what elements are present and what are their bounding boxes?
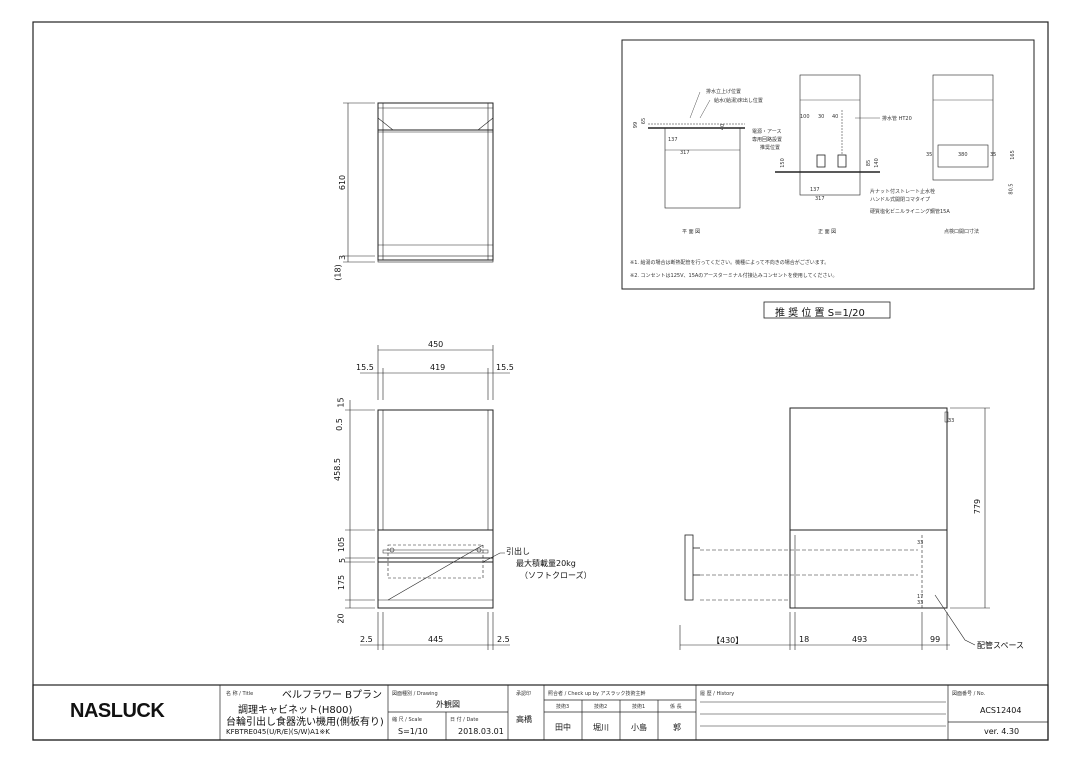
front-dim-15: 15 (336, 397, 346, 408)
side-dim-430: 【430】 (712, 636, 744, 645)
front-view-drawing (345, 345, 510, 650)
front-dim-458-5: 458.5 (332, 458, 342, 481)
version-value: ver. 4.30 (984, 727, 1020, 736)
inset-access-dim-165: 165 (1009, 150, 1016, 160)
front-dim-15-5-right: 15.5 (496, 363, 514, 372)
caption-box (763, 301, 891, 319)
pipe-space-label: 配管スペース (977, 641, 1025, 650)
title-block-grid (32, 684, 1049, 741)
inset-elev-dim-140: 140 (873, 158, 880, 168)
front-dim-419: 419 (430, 363, 446, 372)
title-label: 名 称 / Title (226, 691, 254, 697)
title-line-3: 台輪引出し食器洗い機用(側板有り) (226, 717, 384, 728)
approver-value: 高橋 (516, 715, 532, 724)
title-line-2: 調理キャビネット(H800) (238, 705, 353, 716)
check-col-2: 技術2 (594, 704, 608, 710)
history-label: 履 歴 / History (700, 691, 735, 697)
side-mark-3: 17 (917, 594, 924, 600)
inset-access-dim-380: 380 (958, 152, 968, 158)
date-label: 日 付 / Date (450, 717, 479, 723)
inset-view-front: 正 面 図 (818, 229, 837, 235)
inset-elev-label-3: 推奨位置 (760, 145, 781, 151)
scale-value: S=1/10 (398, 727, 428, 736)
top-view-dim-18: (18) (333, 264, 343, 281)
inset-elev-dim-100: 100 (800, 114, 810, 120)
inset-elev-dim-137: 137 (810, 187, 820, 193)
inset-access-dim-35-right: 35 (990, 152, 997, 158)
approver-label: 承認印 (516, 691, 532, 697)
inset-plan-label-2: 給水(給湯)床出し位置 (714, 98, 763, 104)
check-col-4: 係 長 (670, 704, 682, 710)
inset-note-1: ※1. 給湯の場合は断熱配管を行ってください。機種によって不向きの場合がございま… (630, 260, 830, 266)
drawing-number-value: ACS12404 (980, 706, 1022, 715)
side-dim-493: 493 (852, 635, 868, 644)
title-line-1: ベルフラワー Bプラン (282, 690, 383, 701)
inset-access-dim-80-5: 80.5 (1008, 183, 1015, 195)
front-dim-5: 5 (338, 557, 348, 564)
front-dim-20: 20 (336, 613, 346, 624)
side-mark-4: 33 (917, 600, 924, 606)
check-name-2: 堀川 (593, 723, 609, 732)
date-value: 2018.03.01 (458, 727, 504, 736)
top-view-dim-3: 3 (338, 254, 348, 261)
inset-plan-dim-40: 40 (720, 123, 727, 131)
inset-elev-label-7: 硬質塩化ビニルライニング鋼管15A (870, 209, 950, 215)
inset-elev-dim-317: 317 (815, 196, 825, 202)
side-dim-99: 99 (930, 635, 941, 644)
side-mark-1: 33 (948, 418, 955, 424)
inset-elev-label-1: 電源・アース (752, 129, 782, 135)
inset-plan-dim-65: 65 (641, 117, 648, 125)
inset-plan-dim-317: 317 (680, 150, 690, 156)
side-dim-779: 779 (973, 498, 983, 515)
inset-elev-dim-30: 30 (818, 114, 825, 120)
inset-view-plan: 平 面 図 (682, 229, 701, 235)
front-dim-2-5-left: 2.5 (360, 635, 373, 644)
front-dim-105: 105 (337, 536, 347, 553)
inset-elev-label-5: 片ナット付ストレート止水栓 (870, 189, 936, 195)
company-logo: NASLUCK (70, 700, 165, 722)
inset-elev-label-2: 専用回路設置 (752, 137, 783, 143)
check-name-4: 郭 (673, 723, 681, 732)
front-dim-2-5-right: 2.5 (497, 635, 510, 644)
side-view-drawing (679, 407, 990, 650)
front-dim-15-5-left: 15.5 (356, 363, 374, 372)
drawer-note-2: 最大積載量20kg (516, 559, 576, 568)
side-dim-18: 18 (799, 635, 810, 644)
front-dim-445: 445 (428, 635, 444, 644)
check-name-1: 田中 (555, 723, 571, 732)
inset-elev-label-6: ハンドル式開閉コマタイプ (870, 197, 931, 203)
check-col-3: 技術1 (632, 704, 646, 710)
inset-caption: 推 奨 位 置 S=1/20 (775, 308, 865, 319)
inset-plan-dim-137: 137 (668, 137, 678, 143)
inset-access-dim-35-left: 35 (926, 152, 933, 158)
top-view-drawing (343, 102, 494, 263)
side-mark-2: 33 (917, 540, 924, 546)
check-name-3: 小島 (631, 723, 647, 732)
drawing-value: 外観図 (436, 700, 460, 709)
inset-elev-label-4: 排水管 HT20 (882, 116, 912, 122)
inset-plan-label-1: 排水立上げ位置 (706, 89, 742, 95)
drawing-number-label: 図面番号 / No. (952, 691, 986, 697)
inset-note-2: ※2. コンセントは125V、15Aのアースターミナル付接込みコンセントを使用し… (630, 273, 838, 279)
title-line-4: KFBTRE045(U/R/E)(S/W)A1※K (226, 728, 330, 736)
inset-elev-dim-150: 150 (779, 158, 786, 168)
inset-elev-dim-85: 85 (866, 159, 873, 167)
front-dim-450: 450 (428, 340, 444, 349)
top-view-dim-610: 610 (338, 174, 348, 191)
inset-view-access: 点検口開口寸法 (944, 229, 980, 235)
front-dim-175: 175 (337, 574, 347, 591)
inset-plan-dim-99: 99 (633, 121, 640, 129)
scale-label: 縮 尺 / Scale (392, 717, 422, 723)
inset-elev-dim-40: 40 (832, 114, 839, 120)
inset-drawing (621, 39, 1035, 290)
front-dim-0-5: 0.5 (334, 418, 344, 431)
check-col-1: 技術3 (556, 704, 570, 710)
drawer-note-1: 引出し (506, 547, 530, 556)
drawer-note-3: （ソフトクローズ） (520, 571, 592, 580)
check-label: 照合者 / Check up by アスラック技術主幹 (548, 691, 646, 697)
drawing-label: 図面種別 / Drawing (392, 691, 438, 697)
